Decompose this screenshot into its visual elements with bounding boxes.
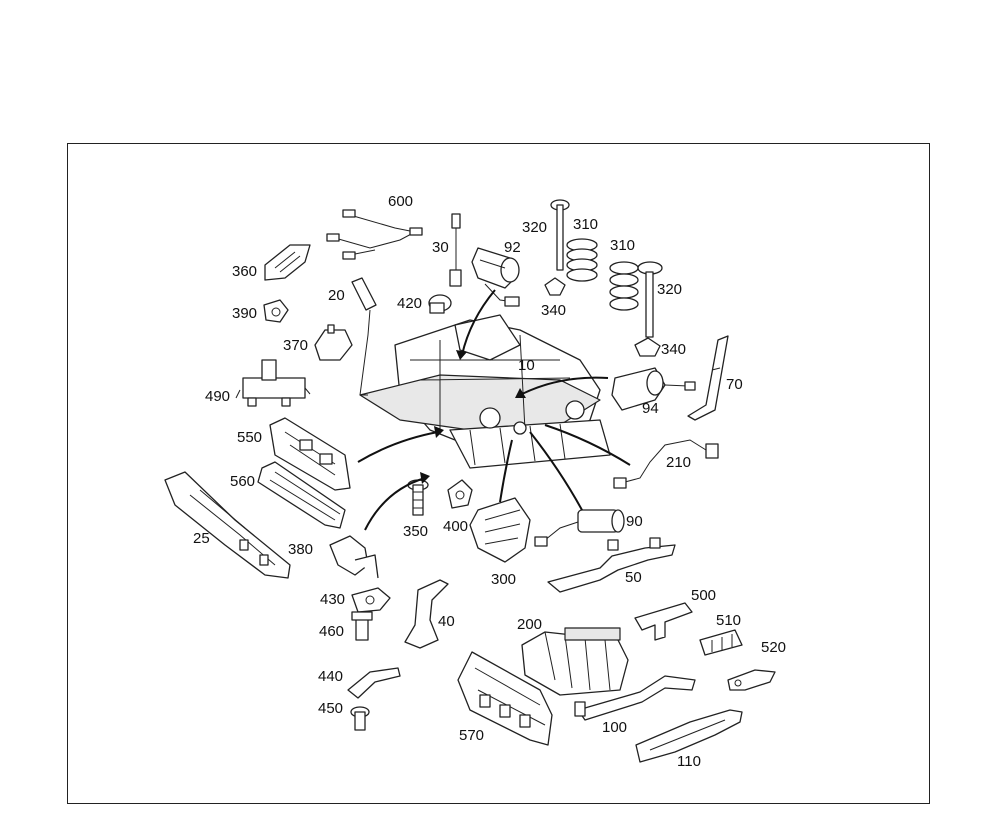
motor-part-90: [534, 509, 625, 547]
label-570: 570: [459, 727, 484, 744]
clip-part-390: [263, 299, 289, 323]
bracket-part-380: [329, 535, 379, 579]
bolt-part-450: [350, 706, 370, 731]
label-10: 10: [518, 357, 535, 374]
clip-part-520: [727, 669, 776, 691]
label-500: 500: [691, 587, 716, 604]
label-360: 360: [232, 263, 257, 280]
label-320-right: 320: [657, 281, 682, 298]
label-390: 390: [232, 305, 257, 322]
label-310-left: 310: [573, 216, 598, 233]
bracket-part-430: [351, 587, 391, 613]
label-340-right: 340: [661, 341, 686, 358]
rail-part-110: [635, 709, 743, 763]
label-560: 560: [230, 473, 255, 490]
label-490: 490: [205, 388, 230, 405]
cable-part-20: [351, 277, 377, 396]
spring-assembly-right: [609, 261, 663, 357]
label-40: 40: [438, 613, 455, 630]
label-50: 50: [625, 569, 642, 586]
spring-assembly-left: [544, 199, 598, 296]
part-labels: 600 30 92 320 310 310 320 340 340 360 20…: [193, 193, 786, 770]
label-450: 450: [318, 700, 343, 717]
bracket-part-370: [314, 324, 353, 361]
label-210: 210: [666, 454, 691, 471]
knob-part-400: [447, 479, 473, 509]
motor-part-92: [471, 247, 520, 307]
label-400: 400: [443, 518, 468, 535]
diagram-frame: [67, 143, 930, 804]
assembly-arrows: [357, 289, 631, 531]
label-430: 430: [320, 591, 345, 608]
label-510: 510: [716, 612, 741, 629]
panel-part-550: [269, 417, 351, 491]
connector-part-510: [699, 629, 743, 656]
label-20: 20: [328, 287, 345, 304]
label-30: 30: [432, 239, 449, 256]
label-300: 300: [491, 571, 516, 588]
bracket-part-440: [347, 667, 401, 699]
sensor-part-30: [449, 213, 462, 287]
bracket-part-360: [264, 244, 311, 281]
label-100: 100: [602, 719, 627, 736]
sensor-part-460: [351, 611, 373, 641]
label-70: 70: [726, 376, 743, 393]
knob-part-420: [428, 294, 452, 314]
trim-part-560: [257, 461, 346, 529]
cable-part-210: [613, 439, 719, 489]
label-380: 380: [288, 541, 313, 558]
screw-part-350: [407, 479, 429, 516]
label-310-right: 310: [610, 237, 635, 254]
label-25: 25: [193, 530, 210, 547]
label-440: 440: [318, 668, 343, 685]
lever-part-40: [404, 579, 449, 649]
label-340-left: 340: [541, 302, 566, 319]
label-94: 94: [642, 400, 659, 417]
wiring-harness-part: [326, 209, 423, 260]
clip-part-500: [634, 602, 693, 641]
console-part-570: [457, 651, 553, 746]
label-550: 550: [237, 429, 262, 446]
rail-part-70: [687, 335, 729, 421]
seat-frame-part: [359, 314, 611, 469]
rail-part-50: [547, 537, 676, 593]
label-600: 600: [388, 193, 413, 210]
label-460: 460: [319, 623, 344, 640]
side-cover-part-25: [164, 471, 291, 579]
label-420: 420: [397, 295, 422, 312]
label-520: 520: [761, 639, 786, 656]
motor-part-300: [469, 497, 531, 563]
label-370: 370: [283, 337, 308, 354]
label-350: 350: [403, 523, 428, 540]
label-320-left: 320: [522, 219, 547, 236]
label-200: 200: [517, 616, 542, 633]
label-92: 92: [504, 239, 521, 256]
motor-part-94: [611, 367, 696, 411]
label-90: 90: [626, 513, 643, 530]
label-110: 110: [677, 753, 701, 770]
rail-part-100: [574, 675, 696, 721]
control-unit-part-200: [521, 627, 629, 696]
switch-part-490: [235, 359, 311, 407]
